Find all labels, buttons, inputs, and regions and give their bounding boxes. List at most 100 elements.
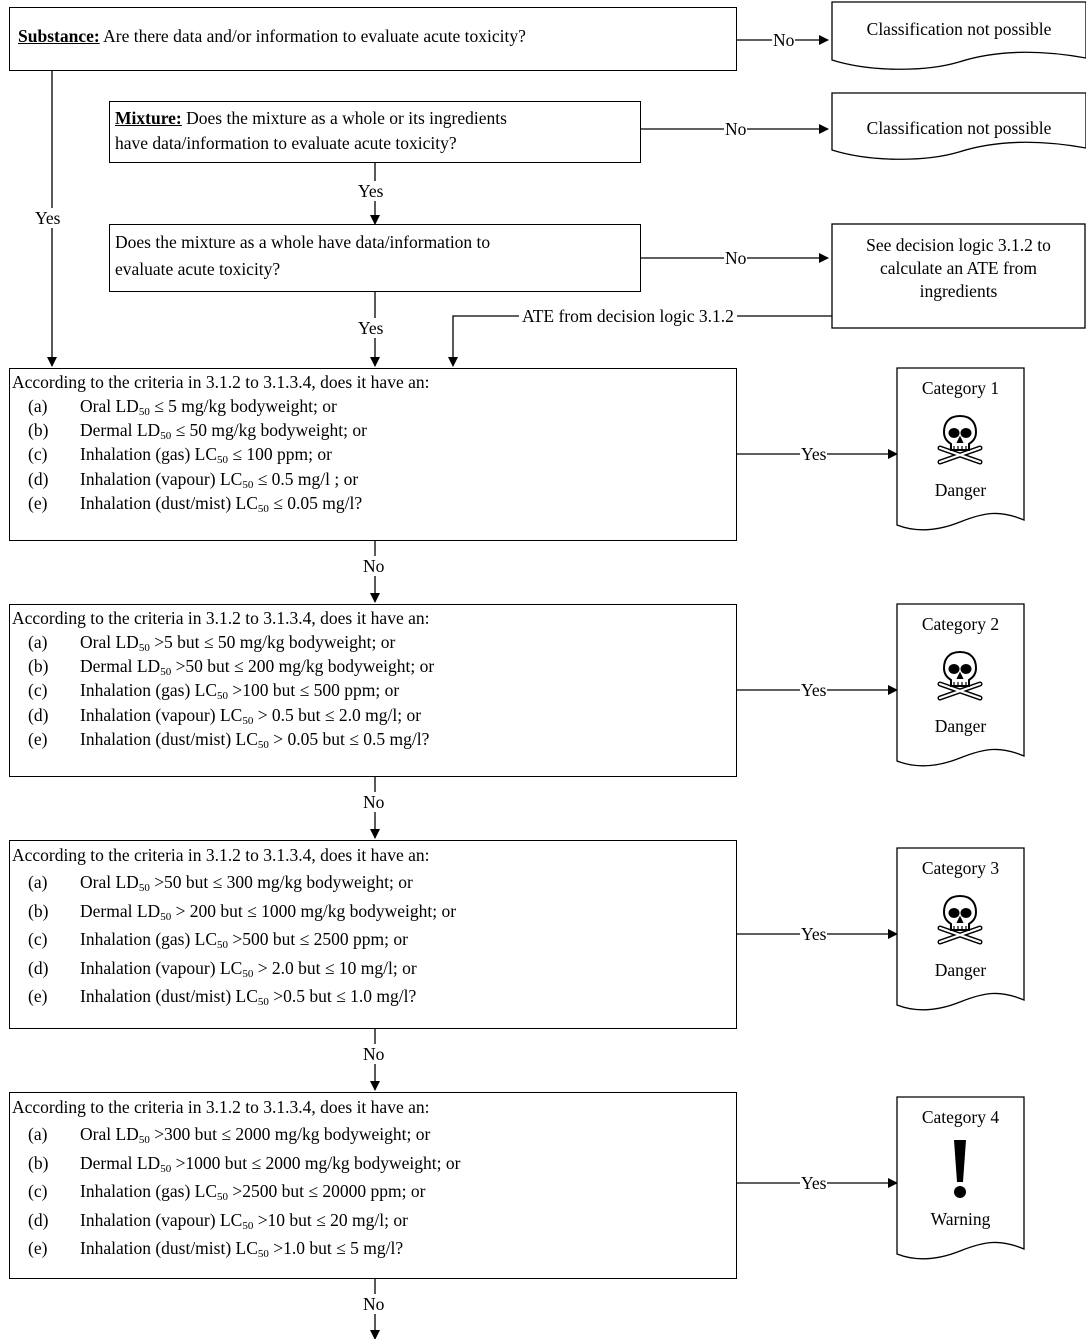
skull-crossbones-icon (937, 414, 983, 465)
criteria-item-threshold: > 200 but ≤ 1000 mg/kg bodyweight; or (171, 900, 457, 921)
criteria-item-measure: Inhalation (gas) LC (80, 929, 218, 950)
criteria-item-measure: Inhalation (gas) LC (80, 1181, 218, 1202)
criteria-item-threshold: >2500 but ≤ 20000 ppm; or (228, 1181, 426, 1202)
criteria-item: (d) Inhalation (vapour) LC50 > 0.5 but ≤ … (12, 703, 736, 727)
mixture-question-box: Mixture: Does the mixture as a whole or … (109, 101, 641, 163)
criteria-item-measure: Inhalation (vapour) LC (80, 957, 243, 978)
yes-label-whole: Yes (357, 318, 385, 338)
criteria-item-key: (d) (28, 468, 49, 489)
criteria-item-subscript: 50 (138, 642, 150, 654)
ate-from-decision-logic-label: ATE from decision logic 3.1.2 (519, 306, 737, 326)
see-decision-logic-terminal: See decision logic 3.1.2 to calculate an… (832, 234, 1085, 303)
mixture-question-line1: Does the mixture as a whole or its ingre… (186, 108, 507, 128)
criteria-item-measure: Inhalation (vapour) LC (80, 704, 243, 725)
criteria-item-threshold: >10 but ≤ 20 mg/l; or (253, 1209, 408, 1230)
criteria-item-threshold: ≤ 5 mg/kg bodyweight; or (149, 396, 337, 416)
criteria-item-measure: Dermal LD (80, 420, 161, 441)
criteria-item-key: (b) (28, 420, 49, 441)
criteria-item-threshold: ≤ 50 mg/kg bodyweight; or (171, 420, 367, 441)
criteria-item: (b)Dermal LD50 >1000 but ≤ 2000 mg/kg bo… (12, 1149, 736, 1178)
mixture-label: Mixture: (115, 108, 182, 128)
terminal-shape (831, 92, 1086, 160)
criteria-item-measure: Dermal LD (80, 1152, 161, 1173)
criteria-item-measure: Inhalation (dust/mist) LC (80, 728, 258, 749)
criteria-item-key: (c) (28, 444, 48, 465)
see-logic-line2: calculate an ATE from (880, 258, 1037, 278)
no-label-after-cat3: No (362, 1044, 386, 1064)
criteria-item: (c)Inhalation (gas) LC50 ≤ 100 ppm; or (12, 442, 736, 466)
category-title: Category 2 (921, 614, 1000, 634)
criteria-item-key: (e) (28, 728, 48, 749)
criteria-item-key: (d) (28, 704, 49, 725)
criteria-item-measure: Inhalation (vapour) LC (80, 1209, 243, 1230)
criteria-item-subscript: 50 (257, 502, 269, 515)
criteria-item-threshold: >100 but ≤ 500 ppm; or (228, 680, 400, 701)
criteria-item-measure: Dermal LD (80, 900, 161, 921)
criteria-item-subscript: 50 (257, 996, 269, 1009)
criteria-item: (e)Inhalation (dust/mist) LC50 > 0.05 bu… (12, 727, 736, 751)
criteria-item-subscript: 50 (217, 690, 229, 703)
criteria-item-threshold: > 0.05 but ≤ 0.5 mg/l? (268, 728, 430, 749)
signal-word: Warning (930, 1209, 991, 1229)
no-label-substance: No (772, 30, 796, 50)
criteria-item-threshold: >5 but ≤ 50 mg/kg bodyweight; or (149, 632, 396, 652)
criteria-item-subscript: 50 (217, 939, 229, 952)
skull-crossbones-icon (937, 650, 983, 701)
criteria-item: (a)Oral LD50 >5 but ≤ 50 mg/kg bodyweigh… (12, 630, 736, 654)
criteria-item-threshold: > 0.5 but ≤ 2.0 mg/l; or (253, 704, 422, 725)
classification-not-possible-2: Classification not possible (866, 118, 1052, 138)
criteria-item-key: (a) (28, 396, 48, 416)
substance-label: Substance: (18, 26, 100, 46)
no-label-after-cat2: No (362, 792, 386, 812)
criteria-item: (b)Dermal LD50 ≤ 50 mg/kg bodyweight; or (12, 418, 736, 442)
substance-question: Are there data and/or information to eva… (103, 26, 526, 46)
yes-label-mixture: Yes (357, 181, 385, 201)
criteria-item-measure: Inhalation (gas) LC (80, 680, 218, 701)
criteria-item-threshold: ≤ 0.05 mg/l? (268, 492, 363, 513)
substance-question-box: Substance: Are there data and/or informa… (9, 7, 737, 71)
criteria-item-key: (c) (28, 1181, 48, 1202)
criteria-item-subscript: 50 (257, 1248, 269, 1261)
criteria-heading: According to the criteria in 3.1.2 to 3.… (12, 1097, 430, 1117)
criteria-item-key: (a) (28, 872, 48, 892)
category-title: Category 3 (921, 858, 1000, 878)
criteria-item-threshold: ≤ 0.5 mg/l ; or (253, 468, 359, 489)
criteria-box-category-2: According to the criteria in 3.1.2 to 3.… (9, 604, 737, 777)
category-title: Category 1 (921, 378, 1000, 398)
criteria-item-subscript: 50 (217, 1191, 229, 1204)
criteria-item-subscript: 50 (160, 1162, 172, 1175)
criteria-item-threshold: ≤ 100 ppm; or (228, 444, 332, 465)
criteria-item-subscript: 50 (160, 910, 172, 923)
criteria-box-category-1: According to the criteria in 3.1.2 to 3.… (9, 368, 737, 541)
criteria-item: (d)Inhalation (vapour) LC50 >10 but ≤ 20… (12, 1206, 736, 1235)
criteria-item-subscript: 50 (242, 714, 254, 727)
criteria-item-subscript: 50 (138, 882, 150, 894)
yes-label-cat2: Yes (800, 680, 828, 700)
criteria-item-subscript: 50 (242, 478, 254, 491)
criteria-item-key: (a) (28, 632, 48, 652)
criteria-item-measure: Inhalation (dust/mist) LC (80, 986, 258, 1007)
criteria-item-threshold: >300 but ≤ 2000 mg/kg bodyweight; or (149, 1124, 431, 1144)
criteria-item: (d)Inhalation (vapour) LC50 ≤ 0.5 mg/l ;… (12, 467, 736, 491)
criteria-item-measure: Inhalation (dust/mist) LC (80, 1238, 258, 1259)
exclamation-mark-icon (954, 1140, 966, 1198)
criteria-item-threshold: > 2.0 but ≤ 10 mg/l; or (253, 957, 417, 978)
criteria-item-threshold: >50 but ≤ 300 mg/kg bodyweight; or (149, 872, 413, 892)
criteria-item-subscript: 50 (160, 666, 172, 679)
terminal-shape (831, 1, 1086, 70)
criteria-item-measure: Inhalation (dust/mist) LC (80, 492, 258, 513)
criteria-item-key: (e) (28, 492, 48, 513)
criteria-heading: According to the criteria in 3.1.2 to 3.… (12, 372, 430, 392)
criteria-item-key: (a) (28, 1124, 48, 1144)
criteria-item: (c)Inhalation (gas) LC50 >100 but ≤ 500 … (12, 678, 736, 702)
criteria-item-key: (c) (28, 929, 48, 950)
criteria-item-key: (e) (28, 1238, 48, 1259)
criteria-item-key: (e) (28, 986, 48, 1007)
no-label-mixture: No (724, 119, 748, 139)
no-label-after-cat1: No (362, 556, 386, 576)
